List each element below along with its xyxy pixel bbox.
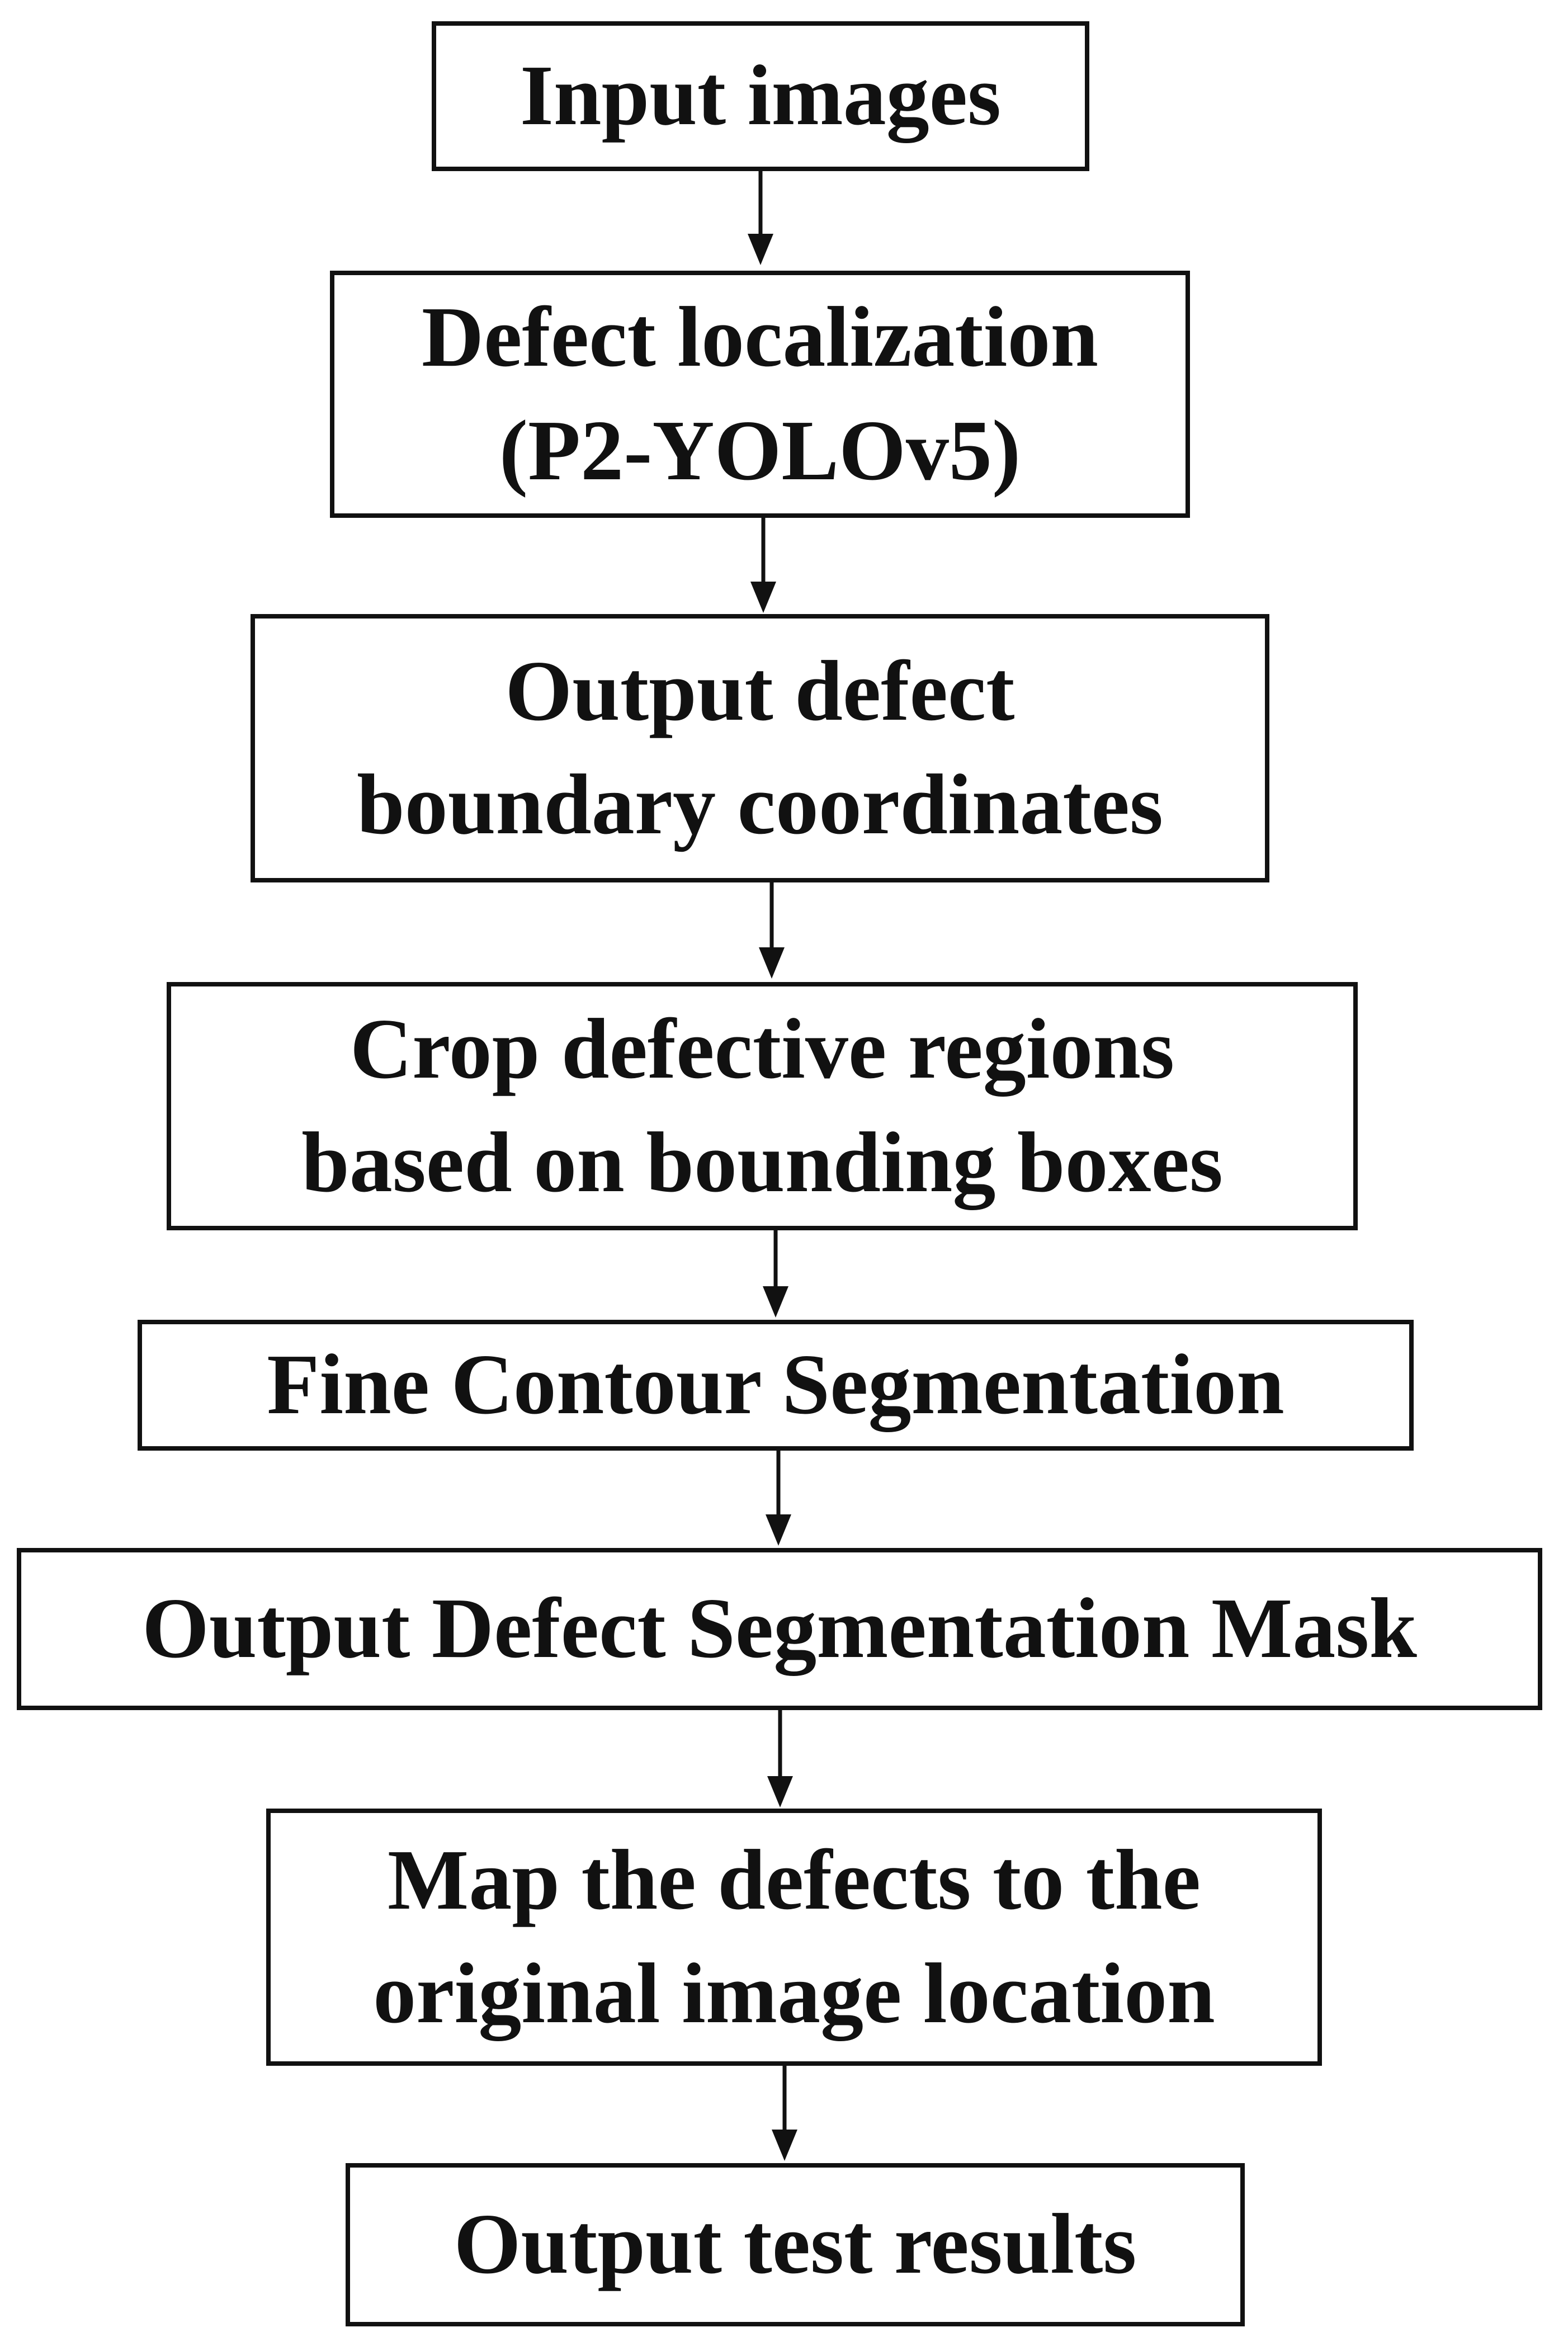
step-text: Crop defective regions [350,1001,1175,1097]
arrow-2 [750,518,776,613]
arrow-3 [759,882,785,979]
arrow-6 [767,1710,793,1807]
step-text: Fine Contour Segmentation [267,1337,1284,1433]
step-text: boundary coordinates [357,757,1163,852]
step-defect-localization: Defect localization (P2-YOLOv5) [330,271,1190,518]
arrow-5 [766,1451,791,1546]
step-text: Output defect [505,643,1015,739]
arrow-1 [748,171,773,265]
step-text: Output Defect Segmentation Mask [142,1581,1417,1677]
arrow-7 [772,2066,797,2161]
step-fine-contour-segmentation: Fine Contour Segmentation [138,1320,1414,1451]
step-map-defects: Map the defects to the original image lo… [266,1809,1322,2066]
step-text: Defect localization [421,289,1099,385]
step-crop-defective-regions: Crop defective regions based on bounding… [167,982,1358,1230]
step-output-segmentation-mask: Output Defect Segmentation Mask [17,1548,1542,1710]
step-text: (P2-YOLOv5) [499,403,1021,498]
step-text: original image location [373,1946,1215,2041]
step-text: Map the defects to the [387,1832,1201,1928]
arrow-4 [763,1230,788,1318]
step-input-images: Input images [432,21,1089,171]
step-text: Output test results [454,2197,1137,2292]
step-output-boundary-coordinates: Output defect boundary coordinates [251,614,1269,882]
step-output-test-results: Output test results [346,2163,1245,2326]
step-text: Input images [519,48,1001,144]
step-text: based on bounding boxes [301,1115,1223,1210]
